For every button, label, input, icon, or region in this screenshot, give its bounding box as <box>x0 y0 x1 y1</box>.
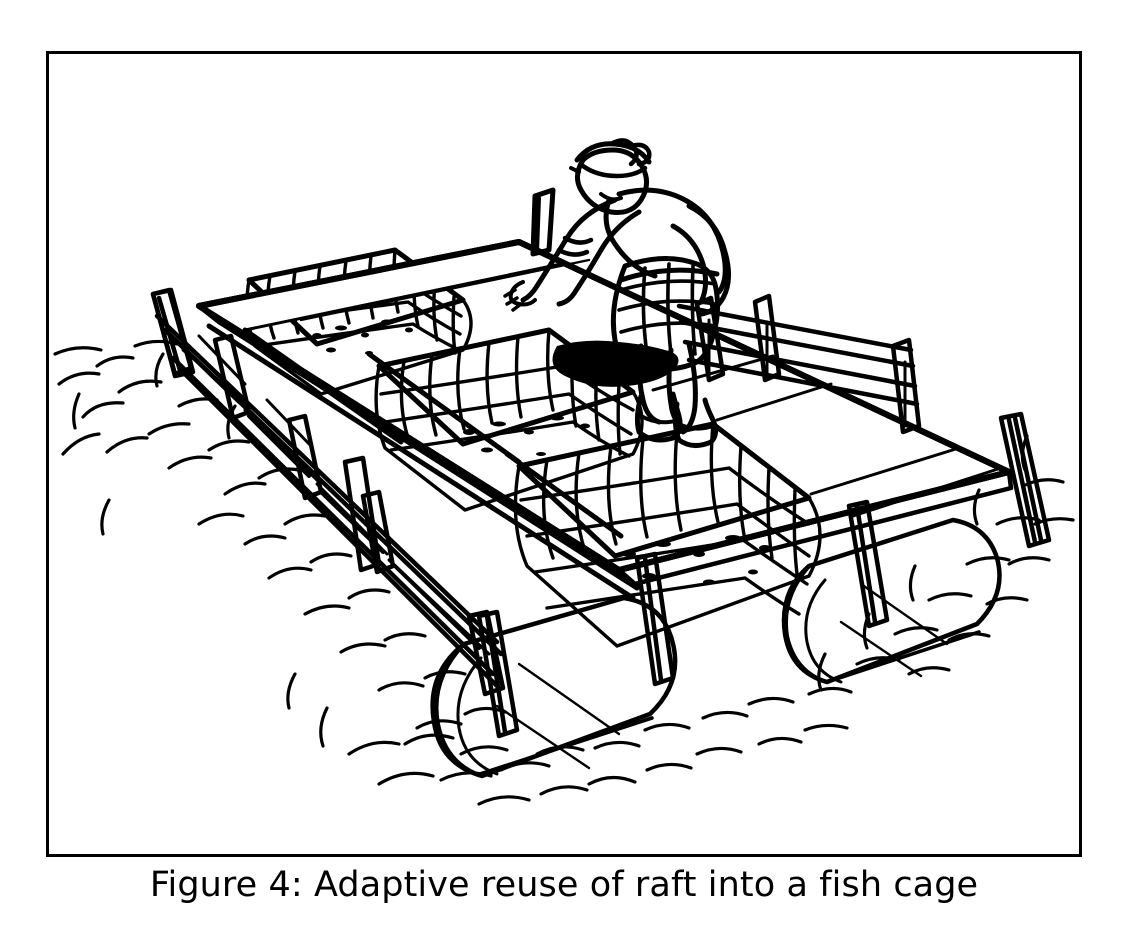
raft-fish-cage-illustration <box>49 54 1079 854</box>
corner-post-far-left <box>150 287 196 379</box>
support-post-left-near <box>342 455 382 573</box>
support-post-right <box>846 499 890 629</box>
deck-edge-restroke <box>196 239 1012 573</box>
railing-right <box>676 293 922 435</box>
drum-float-right <box>781 517 1002 685</box>
figure-frame <box>46 51 1082 857</box>
net-cage-2 <box>374 327 644 512</box>
railing-left <box>150 287 506 697</box>
support-post-mid <box>634 551 676 687</box>
corner-post-far-right <box>998 411 1052 549</box>
support-post-near-center <box>476 609 520 739</box>
figure-caption: Figure 4: Adaptive reuse of raft into a … <box>149 865 979 905</box>
